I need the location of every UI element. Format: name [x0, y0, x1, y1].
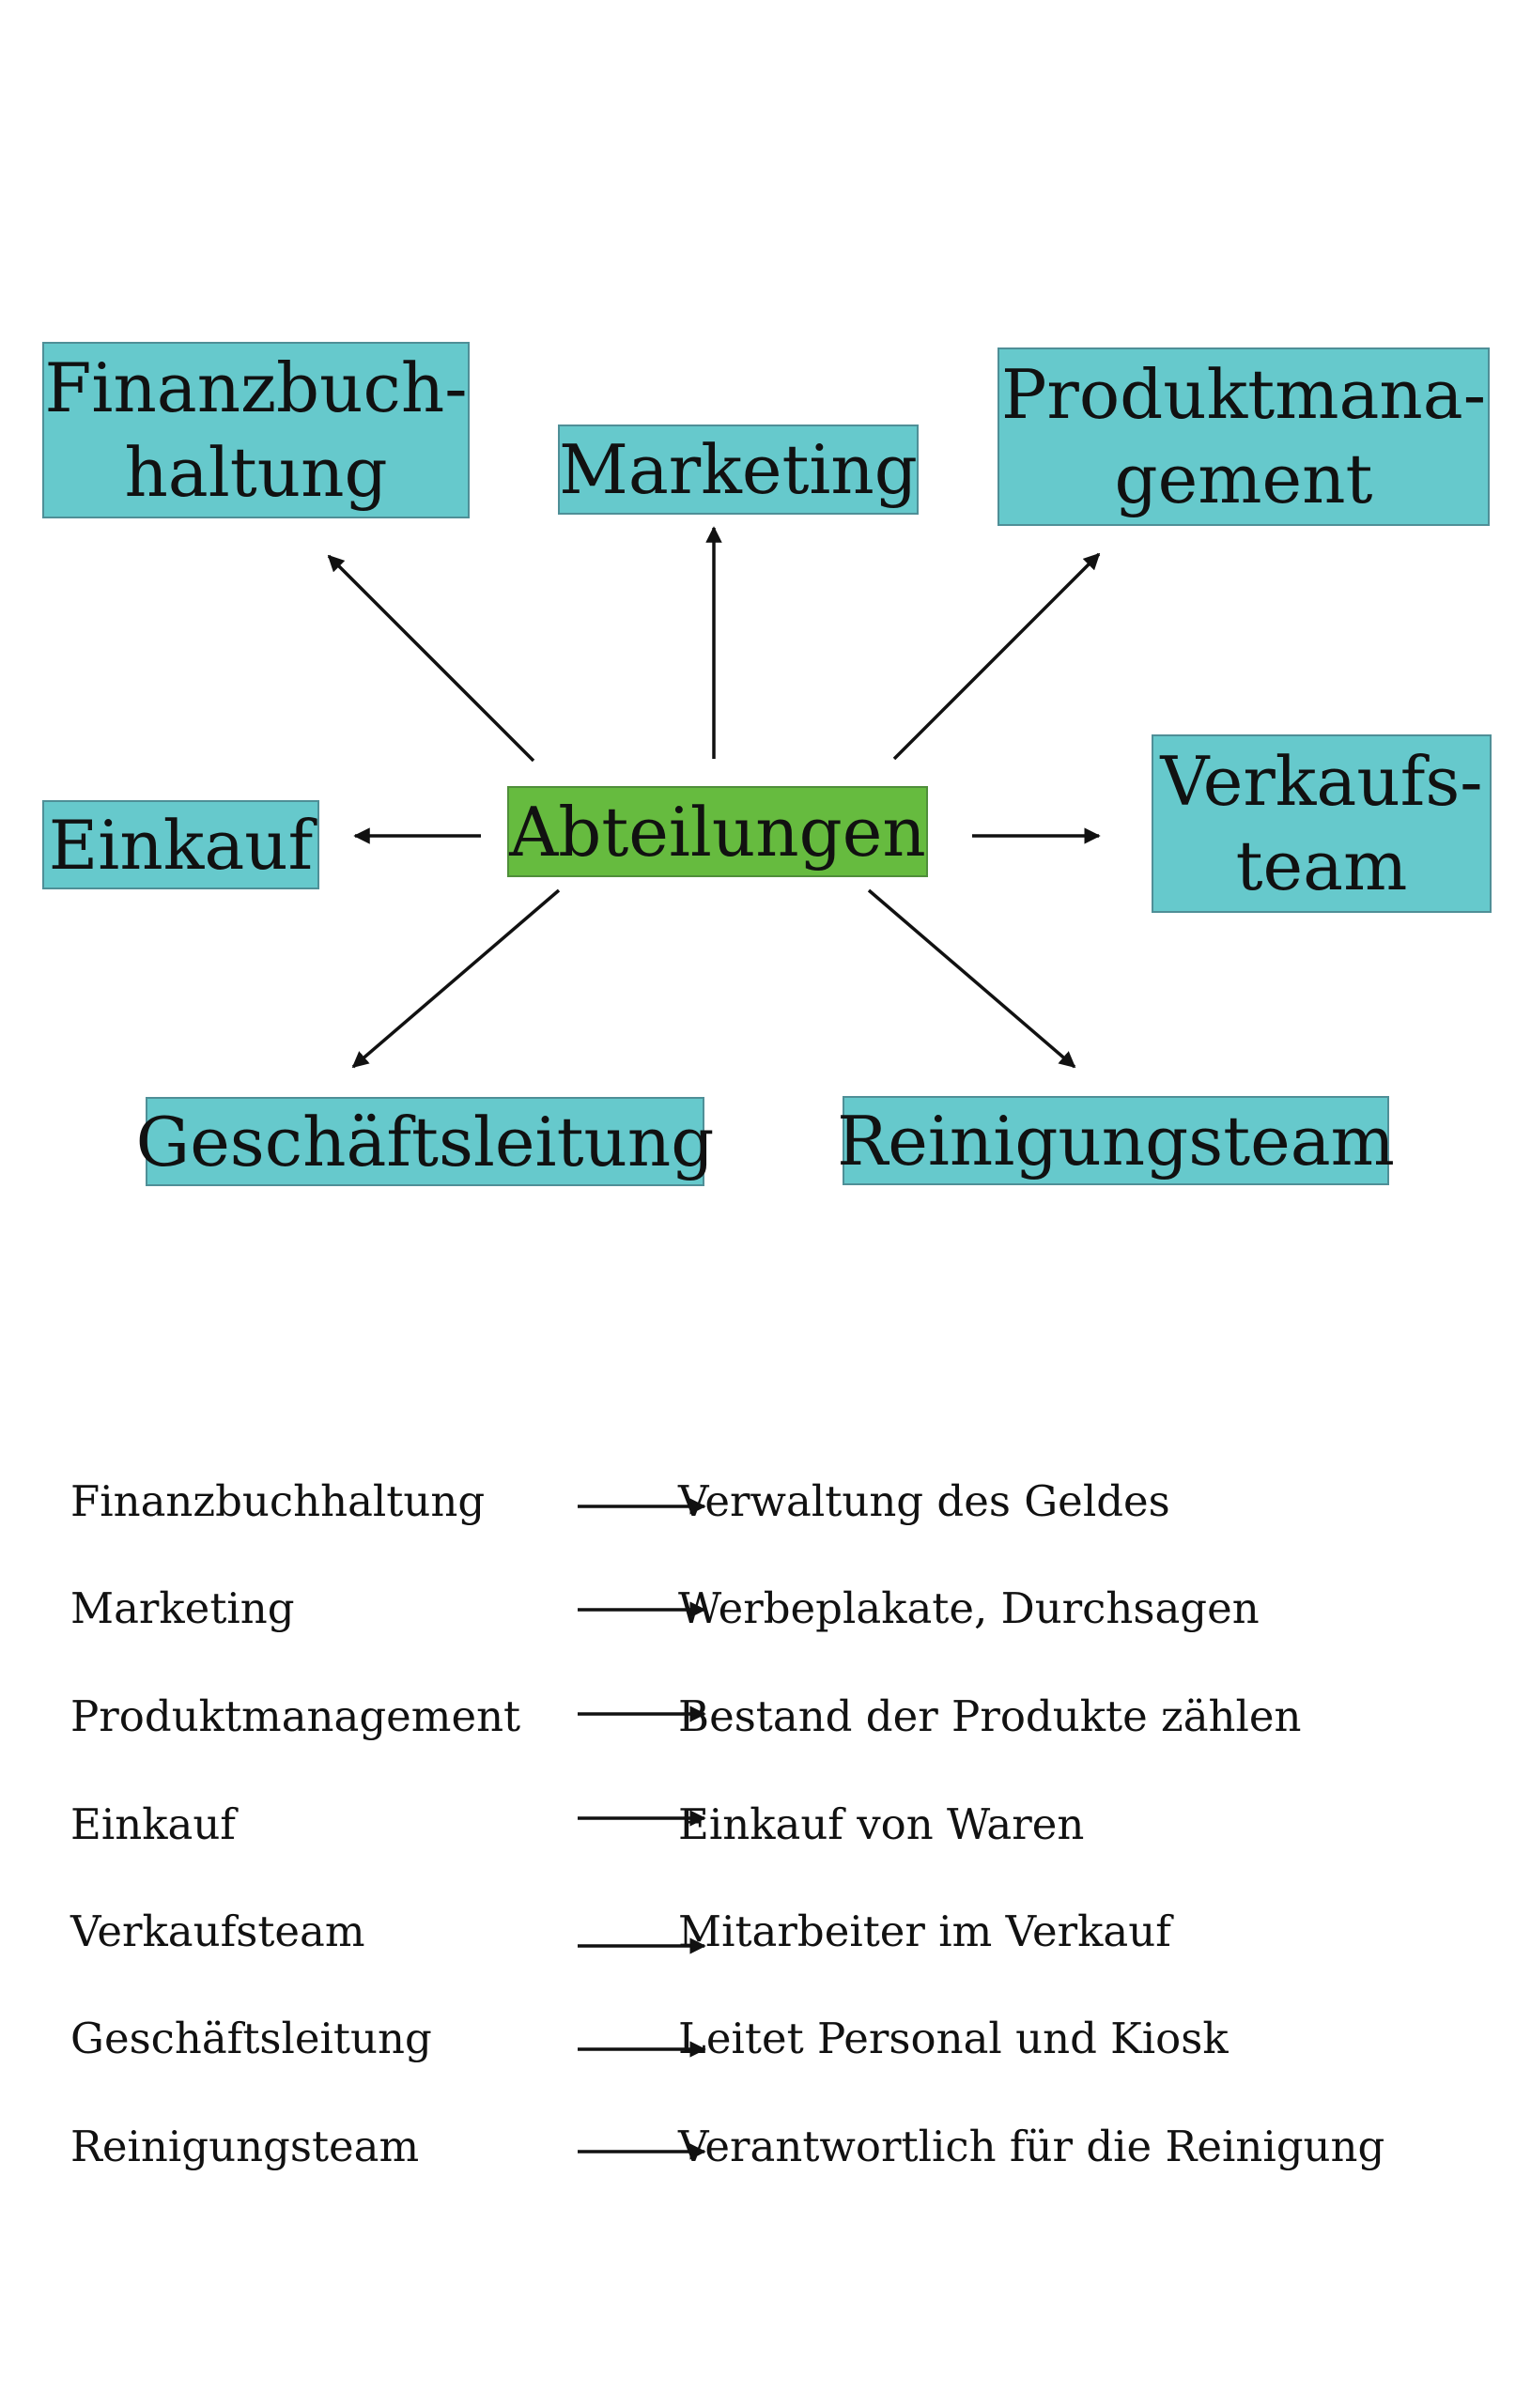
arrow-right-icon	[578, 2143, 706, 2160]
arrow-right-icon	[578, 1937, 706, 1954]
legend-row: Verkaufsteam Mitarbeiter im Verkauf	[70, 1906, 1479, 1963]
legend-term: Finanzbuchhaltung	[70, 1476, 486, 1526]
legend-term: Reinigungsteam	[70, 2122, 420, 2171]
department-label: Reinigungsteam	[837, 1101, 1395, 1181]
arrow-right-icon	[578, 1498, 706, 1515]
legend-description: Leitet Personal und Kiosk	[678, 2014, 1229, 2063]
department-label: Einkauf	[48, 805, 314, 885]
department-finanzbuchhaltung: Finanzbuch- haltung	[42, 342, 470, 518]
department-label: Marketing	[559, 430, 918, 509]
legend-row: Produktmanagement Bestand der Produkte z…	[70, 1691, 1479, 1748]
arrow-right-icon	[578, 1601, 706, 1618]
legend-description: Einkauf von Waren	[678, 1799, 1085, 1849]
legend-row: Einkauf Einkauf von Waren	[70, 1799, 1479, 1856]
arrow-to-geschaeftsleitung	[351, 888, 561, 1069]
arrow-right-icon	[578, 1810, 706, 1827]
legend-term: Einkauf	[70, 1799, 236, 1849]
legend-row: Reinigungsteam Verantwortlich für die Re…	[70, 2122, 1479, 2178]
legend-description: Verantwortlich für die Reinigung	[678, 2122, 1385, 2171]
legend-term: Marketing	[70, 1583, 295, 1633]
arrow-right-icon	[578, 1706, 706, 1722]
center-node-abteilungen: Abteilungen	[507, 786, 928, 877]
legend-term: Produktmanagement	[70, 1691, 521, 1741]
department-label-line-1: Verkaufs-	[1160, 742, 1483, 821]
arrow-to-produktmanagement	[892, 552, 1101, 761]
department-geschaeftsleitung: Geschäftsleitung	[136, 1097, 714, 1186]
arrow-to-finanzbuchhaltung	[327, 554, 535, 763]
department-label-line-2: team	[1235, 826, 1408, 905]
legend-term: Geschäftsleitung	[70, 2014, 432, 2063]
department-label-line-1: Finanzbuch-	[44, 348, 468, 427]
legend-row: Marketing Werbeplakate, Durchsagen	[70, 1583, 1479, 1640]
department-label-line-1: Produktmana-	[1000, 355, 1487, 434]
legend-description: Bestand der Produkte zählen	[678, 1691, 1302, 1741]
department-marketing: Marketing	[558, 424, 919, 515]
department-einkauf: Einkauf	[42, 800, 319, 889]
legend-description: Werbeplakate, Durchsagen	[678, 1583, 1260, 1633]
department-label-line-2: gement	[1114, 440, 1373, 518]
department-verkaufsteam: Verkaufs- team	[1152, 734, 1492, 913]
department-reinigungsteam: Reinigungsteam	[837, 1096, 1395, 1185]
arrow-to-reinigungsteam	[867, 888, 1076, 1069]
legend-row: Finanzbuchhaltung Verwaltung des Geldes	[70, 1476, 1479, 1533]
department-label-line-2: haltung	[124, 433, 388, 512]
legend-description: Verwaltung des Geldes	[678, 1476, 1170, 1526]
arrow-right-icon	[578, 2041, 706, 2058]
department-produktmanagement: Produktmana- gement	[997, 347, 1490, 526]
department-label: Geschäftsleitung	[135, 1102, 715, 1181]
center-label: Abteilungen	[509, 792, 926, 872]
legend-description: Mitarbeiter im Verkauf	[678, 1906, 1171, 1956]
legend-term: Verkaufsteam	[70, 1906, 365, 1956]
legend-row: Geschäftsleitung Leitet Personal und Kio…	[70, 2014, 1479, 2070]
